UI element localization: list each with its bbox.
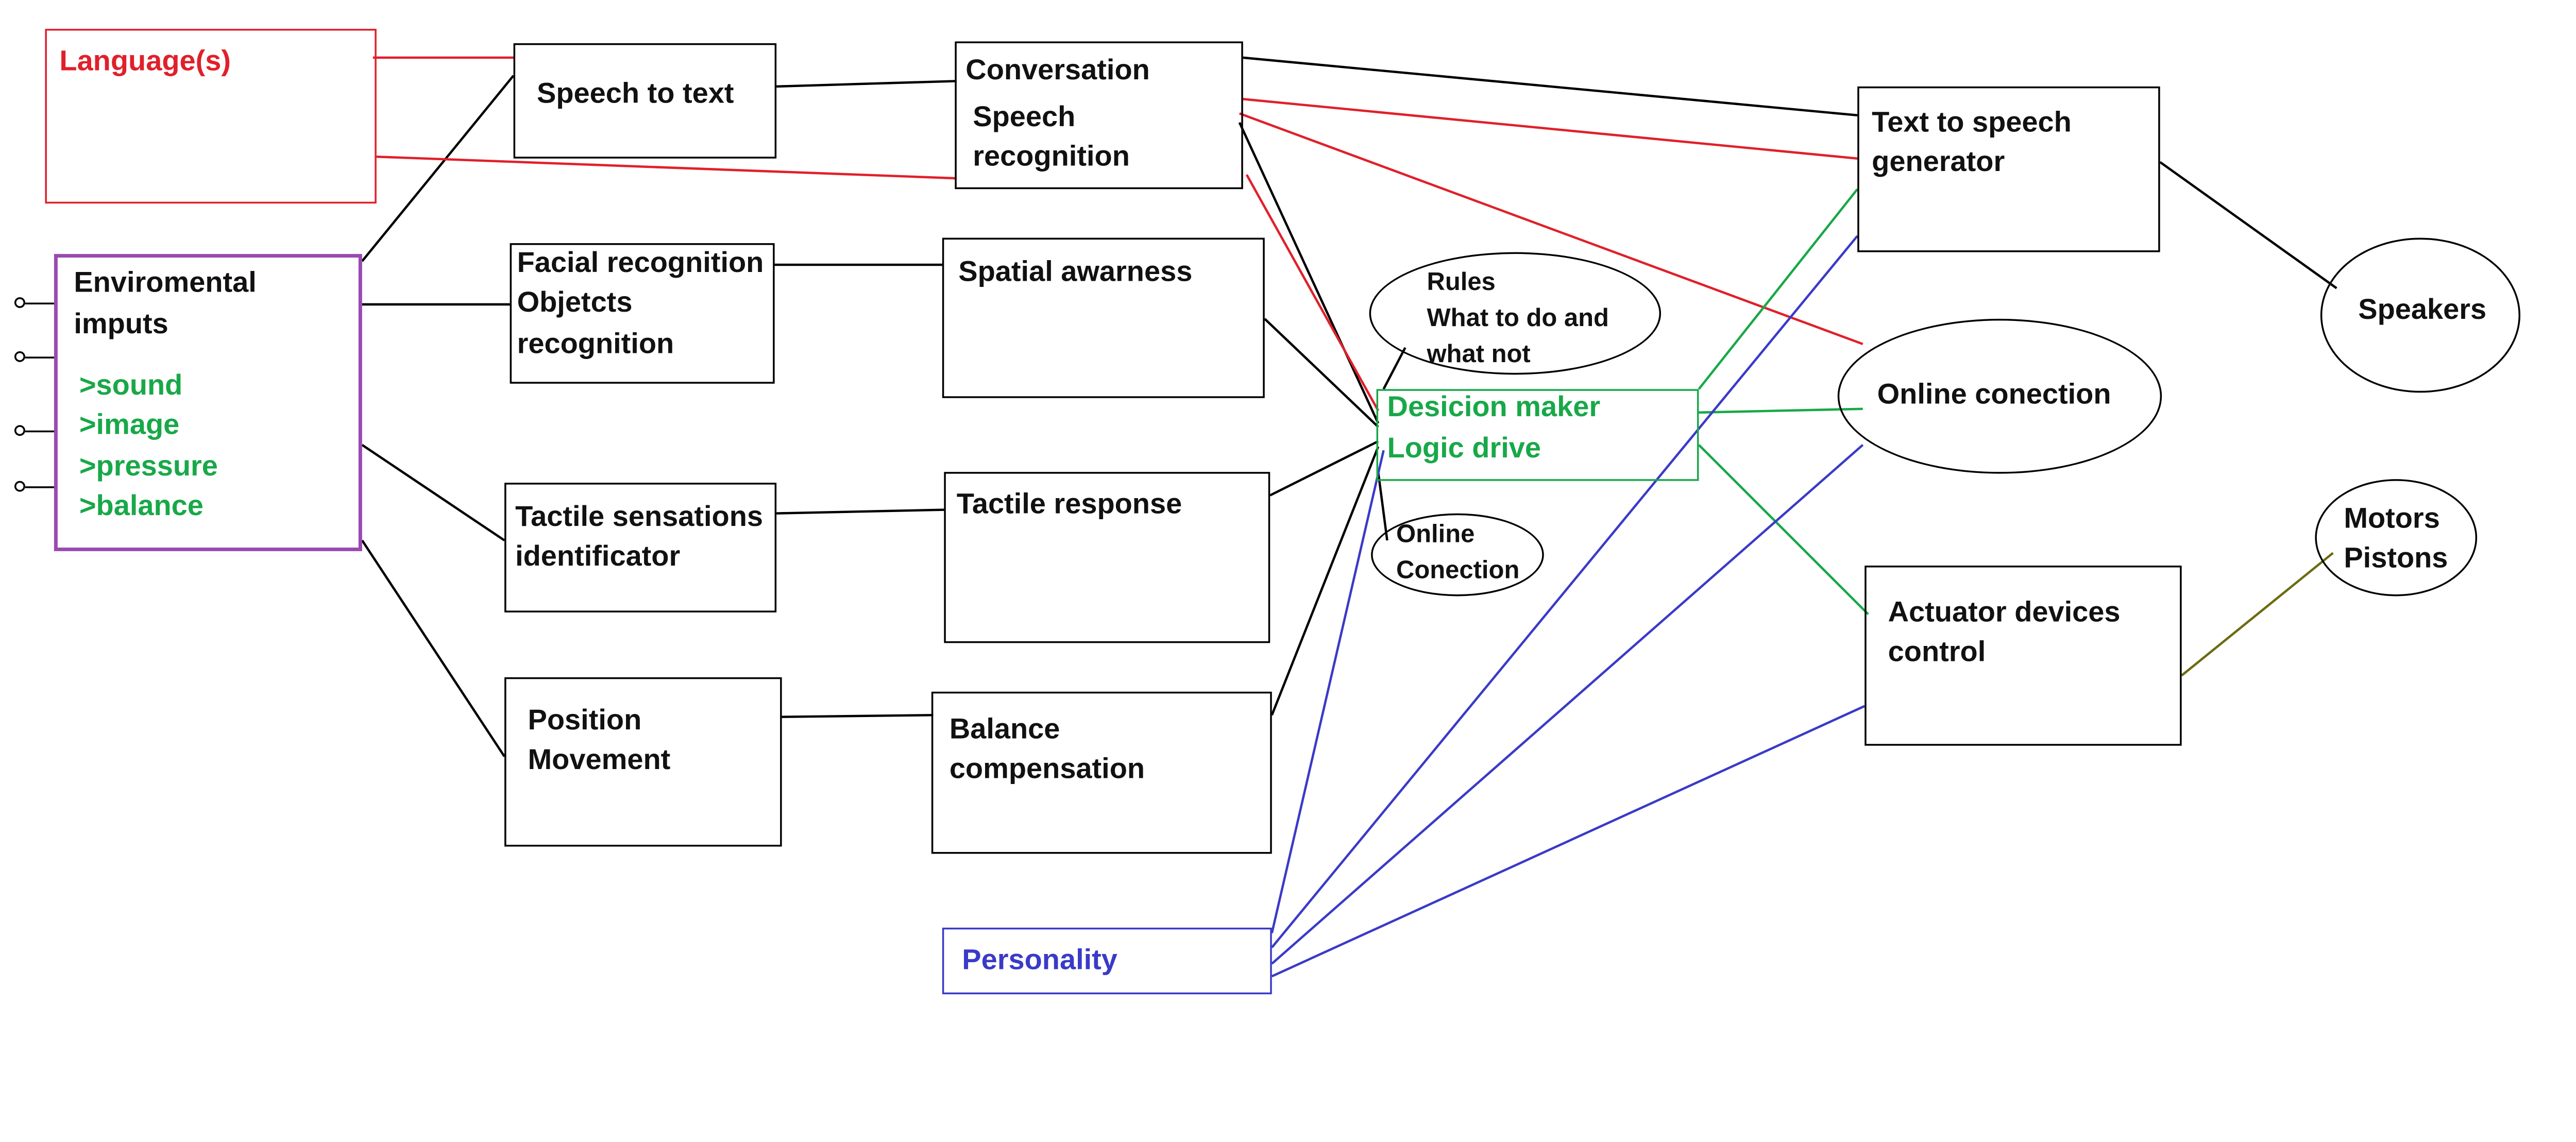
speakers-label: Speakers xyxy=(2358,295,2487,326)
personality-label: Personality xyxy=(962,945,1117,977)
decision-maker-line2: Logic drive xyxy=(1387,434,1541,465)
position-movement-line2: Movement xyxy=(528,745,671,777)
link-balance-decision xyxy=(1270,446,1380,716)
link-tactile-decision xyxy=(1269,440,1379,497)
rules-ellipse xyxy=(1369,252,1662,375)
link-personality-online xyxy=(1271,444,1864,965)
facial-recognition-box xyxy=(510,243,775,384)
decision-maker-line1: Desicion maker xyxy=(1387,393,1601,423)
input-stub-balance xyxy=(25,486,54,488)
online-connection-small-line2: Conection xyxy=(1396,555,1520,584)
environmental-inputs-title-line2: imputs xyxy=(74,310,168,340)
tts-generator-line1: Text to speech xyxy=(1872,108,2072,139)
facial-recognition-line1: Facial recognition xyxy=(517,248,764,280)
conversation-line3: recognition xyxy=(973,142,1130,173)
input-port-pressure xyxy=(14,425,25,436)
link-personality-actuator xyxy=(1271,705,1866,978)
link-conversation-tts-red xyxy=(1243,98,1858,160)
link-decision-actuator xyxy=(1698,444,1869,616)
link-speech-conversation xyxy=(776,80,957,88)
link-spatial-decision xyxy=(1264,318,1379,428)
position-movement-line1: Position xyxy=(528,706,642,737)
link-conversation-decision-red xyxy=(1245,174,1380,412)
balance-compensation-box xyxy=(931,691,1272,854)
actuator-control-box xyxy=(1865,565,2182,746)
languages-label: Language(s) xyxy=(59,46,231,78)
link-decision-online xyxy=(1699,407,1863,414)
link-env-position xyxy=(361,539,506,757)
input-item-sound: >sound xyxy=(79,371,183,402)
facial-recognition-line3: recognition xyxy=(517,329,674,361)
balance-compensation-line1: Balance xyxy=(949,715,1060,746)
link-language-conversation xyxy=(376,155,957,180)
tactile-identificator-line2: identificator xyxy=(515,542,681,573)
link-conversation-decision xyxy=(1238,122,1380,424)
spatial-awareness-box xyxy=(942,237,1265,398)
link-conversation-tts xyxy=(1243,56,1858,117)
environmental-inputs-title-line1: Enviromental xyxy=(74,268,257,299)
speakers-ellipse xyxy=(2320,237,2521,393)
environmental-inputs-box xyxy=(54,254,362,552)
conversation-line1: Conversation xyxy=(965,56,1150,87)
languages-box xyxy=(45,28,377,204)
link-tts-speakers xyxy=(2159,161,2337,289)
spatial-awareness-label: Spatial awarness xyxy=(958,258,1193,288)
link-position-balance xyxy=(782,713,934,718)
online-connection-small-ellipse xyxy=(1371,513,1544,596)
input-item-pressure: >pressure xyxy=(79,452,218,483)
speech-to-text-box xyxy=(513,43,777,159)
link-tactile-response xyxy=(776,508,944,515)
online-connection-small-line1: Online xyxy=(1396,519,1475,548)
link-actuator-motors xyxy=(2181,552,2334,677)
tactile-response-box xyxy=(944,472,1270,643)
tts-generator-box xyxy=(1857,86,2160,252)
balance-compensation-line2: compensation xyxy=(949,755,1145,786)
actuator-control-line2: control xyxy=(1888,637,1986,669)
motors-line2: Pistons xyxy=(2344,544,2448,575)
conversation-box xyxy=(955,41,1243,190)
actuator-control-line1: Actuator devices xyxy=(1888,598,2121,629)
link-rules-decision xyxy=(1382,347,1406,390)
rules-line2: What to do and xyxy=(1427,302,1609,332)
rules-line1: Rules xyxy=(1427,266,1496,296)
online-connection-label: Online conection xyxy=(1877,380,2111,411)
link-personality-tts xyxy=(1270,235,1858,948)
link-personality-decision xyxy=(1270,450,1385,933)
link-online-small-decision xyxy=(1377,471,1388,541)
input-item-balance: >balance xyxy=(79,491,204,523)
conversation-line2: Speech xyxy=(973,103,1076,133)
rules-line3: what not xyxy=(1427,338,1531,368)
input-port-image xyxy=(14,351,25,362)
link-env-tactile xyxy=(361,444,505,541)
tactile-response-label: Tactile response xyxy=(956,490,1182,521)
tactile-identificator-box xyxy=(504,483,777,612)
input-port-sound xyxy=(14,297,25,308)
input-stub-sound xyxy=(25,302,54,304)
personality-box xyxy=(942,927,1272,995)
input-port-balance xyxy=(14,481,25,492)
decision-maker-box xyxy=(1376,389,1699,481)
input-item-image: >image xyxy=(79,411,180,441)
tts-generator-line2: generator xyxy=(1872,147,2005,179)
motors-line1: Motors xyxy=(2344,504,2440,535)
motors-ellipse xyxy=(2315,479,2478,596)
link-decision-tts xyxy=(1698,188,1858,390)
input-stub-pressure xyxy=(25,430,54,433)
speech-to-text-label: Speech to text xyxy=(537,79,734,110)
facial-recognition-line2: Objetcts xyxy=(517,288,633,319)
link-env-speech xyxy=(361,75,515,262)
online-connection-ellipse xyxy=(1837,318,2162,474)
link-conversation-online-red xyxy=(1239,112,1863,346)
position-movement-box xyxy=(504,677,782,847)
input-stub-image xyxy=(25,356,54,359)
tactile-identificator-line1: Tactile sensations xyxy=(515,502,764,534)
